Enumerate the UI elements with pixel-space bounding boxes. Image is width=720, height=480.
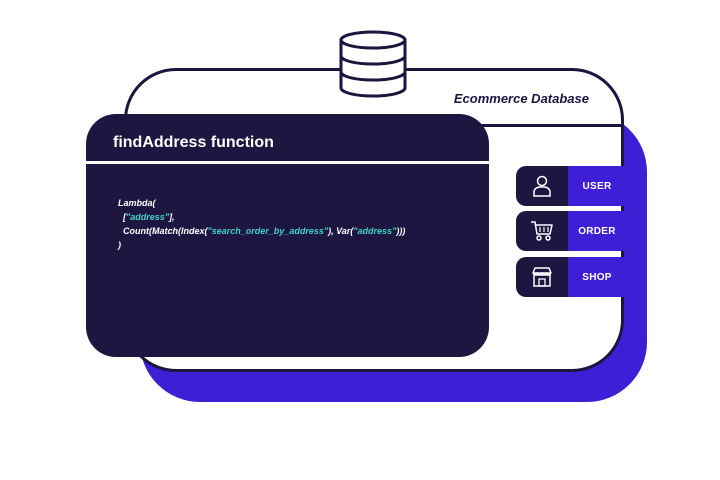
database-icon [339,30,407,98]
tab-shop[interactable]: SHOP [516,257,626,297]
tab-user-label: USER [568,166,626,206]
code-block: Lambda( ["address"], Count(Match(Index("… [118,196,405,252]
code-line-1: Lambda( [118,198,156,208]
code-line-4: ) [118,240,121,250]
code-line-3-a: Count(Match(Index( [118,226,208,236]
database-title: Ecommerce Database [453,91,589,106]
tab-order[interactable]: ORDER [516,211,626,251]
code-line-3-c: ))) [396,226,406,236]
panel-title: findAddress function [113,134,274,151]
code-line-2-open: [ [118,212,126,222]
panel-divider [86,161,489,164]
tab-user[interactable]: USER [516,166,626,206]
code-string-address: "address" [126,212,170,222]
function-code-panel: findAddress function Lambda( ["address"]… [86,114,489,357]
code-line-2-close: ], [169,212,175,222]
shop-icon [532,267,552,287]
cart-icon [531,221,553,241]
code-string-var: "address" [353,226,397,236]
tab-order-label: ORDER [568,211,626,251]
user-icon [533,175,551,197]
code-line-3-b: ), Var( [328,226,354,236]
code-string-index: "search_order_by_address" [207,226,329,236]
tab-shop-label: SHOP [568,257,626,297]
